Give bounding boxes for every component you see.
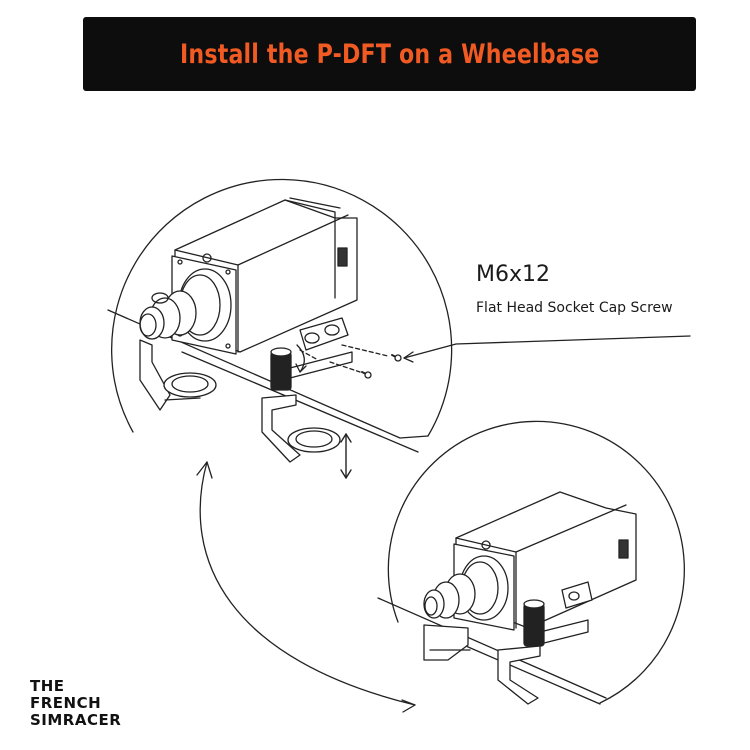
logo-line-1: THE: [30, 677, 65, 695]
bracket-right-bottom: [497, 581, 593, 705]
brand-logo: THE FRENCH SIMRACER: [30, 678, 121, 729]
callout-leader: [403, 335, 691, 359]
logo-line-3: SIMRACER: [30, 711, 122, 729]
bracket-left-bottom: [423, 624, 471, 661]
detail-circle-top: [110, 178, 453, 437]
screw-type-label: Flat Head Socket Cap Screw: [476, 300, 673, 316]
knob-bottom: [523, 603, 545, 647]
screws-top: [299, 344, 402, 379]
detail-view-bottom: [377, 420, 685, 705]
screw-size-label: M6x12: [476, 262, 550, 287]
desk-edge-top: [107, 309, 429, 439]
title-banner: Install the P-DFT on a Wheelbase: [83, 17, 696, 91]
height-arrow: [340, 433, 352, 479]
transition-arrow: [196, 461, 416, 713]
detail-view-top: [107, 178, 691, 479]
bracket-left-top: [139, 339, 217, 411]
quick-release-top: [139, 290, 197, 340]
knob-top: [270, 351, 292, 391]
detail-circle-bottom: [387, 420, 685, 704]
quick-release-bottom: [423, 573, 476, 619]
desk-edge-bottom: [377, 597, 607, 699]
logo-line-2: FRENCH: [30, 694, 102, 712]
bracket-right-top: [261, 317, 353, 463]
page-title: Install the P-DFT on a Wheelbase: [179, 38, 600, 70]
